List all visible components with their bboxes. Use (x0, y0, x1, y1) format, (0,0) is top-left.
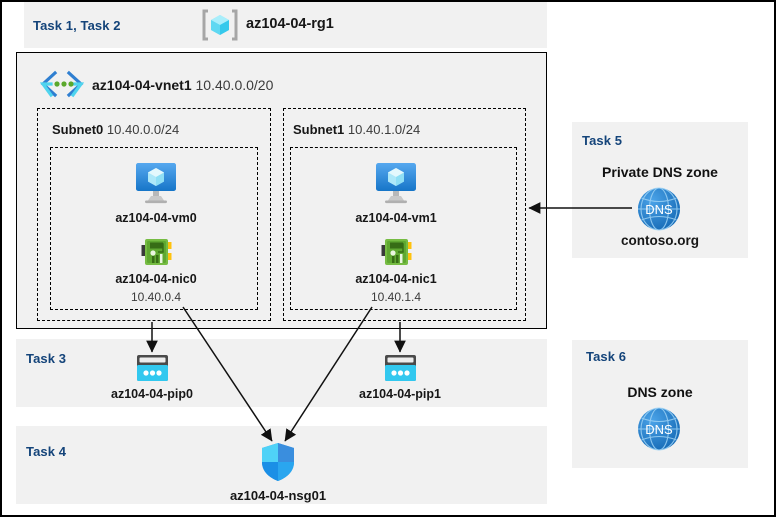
nic-1-name: az104-04-nic1 (355, 272, 437, 286)
vnet-caption: az104-04-vnet1 10.40.0.0/20 (92, 77, 273, 93)
subnet-0-cidr: 10.40.0.0/24 (106, 122, 180, 137)
vm-0-name: az104-04-vm0 (115, 211, 197, 225)
subnet-1-name: Subnet1 (293, 122, 345, 137)
pip-0-name: az104-04-pip0 (111, 387, 193, 401)
subnet-1-caption: Subnet1 10.40.1.0/24 (293, 122, 420, 137)
private-dns-heading: Private DNS zone (602, 164, 718, 180)
subnet-1-boundary (283, 108, 526, 321)
vm-1-name: az104-04-vm1 (355, 211, 437, 225)
network-interface-icon (381, 236, 413, 268)
virtual-network-icon (38, 70, 86, 98)
nic-1-ip: 10.40.1.4 (370, 290, 422, 304)
subnet-0-boundary (37, 108, 271, 321)
resource-group-name: az104-04-rg1 (246, 16, 334, 32)
public-ip-address-icon (136, 354, 169, 382)
task-label-1-2: Task 1, Task 2 (33, 18, 121, 33)
subnet-0-inner-boundary (50, 147, 258, 310)
public-dns-heading: DNS zone (627, 384, 693, 400)
pip-1-name: az104-04-pip1 (359, 387, 441, 401)
nsg-name: az104-04-nsg01 (229, 488, 327, 503)
private-dns-name: contoso.org (621, 233, 699, 248)
network-security-group-icon (260, 442, 296, 482)
public-ip-address-icon (384, 354, 417, 382)
vnet-address-space: 10.40.0.0/20 (195, 77, 274, 93)
nic-0-name: az104-04-nic0 (115, 272, 197, 286)
task-label-3: Task 3 (26, 351, 67, 366)
subnet-0-name: Subnet0 (52, 122, 104, 137)
subnet-1-cidr: 10.40.1.0/24 (347, 122, 421, 137)
resource-group-band (24, 2, 547, 48)
network-interface-icon (141, 236, 173, 268)
virtual-machine-icon (132, 160, 180, 204)
vnet-panel (16, 52, 547, 329)
resource-group-name-text: az104-04-rg1 (246, 16, 334, 32)
task-label-4: Task 4 (26, 444, 67, 459)
public-ip-panel (16, 339, 547, 407)
vnet-name: az104-04-vnet1 (92, 77, 192, 93)
dns-zone-icon: DNS (636, 406, 682, 452)
task-label-5: Task 5 (582, 133, 623, 148)
task-label-6: Task 6 (586, 349, 627, 364)
resource-group-icon (202, 8, 238, 42)
subnet-1-inner-boundary (290, 147, 517, 310)
virtual-machine-icon (372, 160, 420, 204)
dns-icon-text: DNS (645, 202, 673, 217)
dns-icon-text: DNS (645, 422, 673, 437)
dns-zone-icon: DNS (636, 186, 682, 232)
nic-0-ip: 10.40.0.4 (130, 290, 182, 304)
subnet-0-caption: Subnet0 10.40.0.0/24 (52, 122, 179, 137)
